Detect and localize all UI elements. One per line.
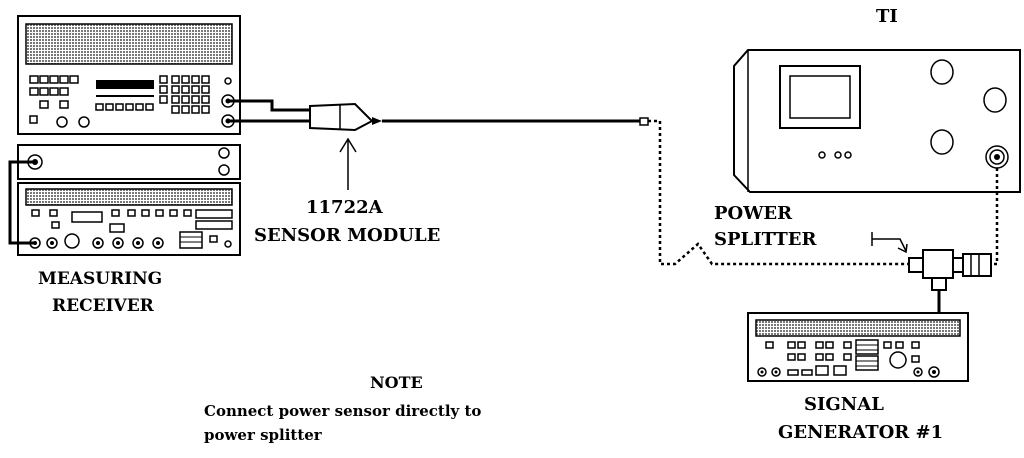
note-text-line1: Connect power sensor directly to — [204, 402, 482, 420]
sensor-module-cables — [228, 99, 310, 123]
measuring-receiver-label-line1: MEASURING — [38, 269, 163, 289]
note-text-line2: power splitter — [204, 426, 322, 444]
sensor-module-tip — [372, 117, 382, 125]
receiver-link-cable — [8, 160, 35, 245]
sensor-module-label: SENSOR MODULE — [254, 225, 441, 246]
measuring-receiver-top-unit — [17, 15, 241, 135]
measuring-receiver-bottom-unit — [17, 182, 241, 256]
ti-test-instrument — [733, 49, 1021, 193]
measuring-receiver-label-line2: RECEIVER — [52, 296, 154, 316]
power-splitter-label-line2: SPLITTER — [714, 229, 817, 250]
power-sensor-connector — [639, 117, 649, 126]
note-title: NOTE — [370, 373, 423, 392]
ti-label: TI — [876, 6, 898, 27]
dotted-cable-sensor-to-splitter — [648, 119, 909, 266]
sensor-model-label: 11722A — [306, 197, 383, 218]
signal-generator-1 — [747, 312, 969, 382]
power-splitter-pointer-arrow — [871, 232, 908, 254]
power-splitter — [908, 249, 992, 291]
signal-generator-label-line1: SIGNAL — [804, 394, 884, 415]
signal-generator-label-line2: GENERATOR #1 — [778, 422, 944, 443]
power-splitter-label-line1: POWER — [714, 203, 793, 224]
sensor-module — [309, 102, 374, 132]
dotted-cable-ti-to-splitter — [991, 168, 999, 266]
sensor-module-pointer-arrow — [339, 137, 357, 190]
measuring-receiver-middle-unit — [17, 144, 241, 180]
